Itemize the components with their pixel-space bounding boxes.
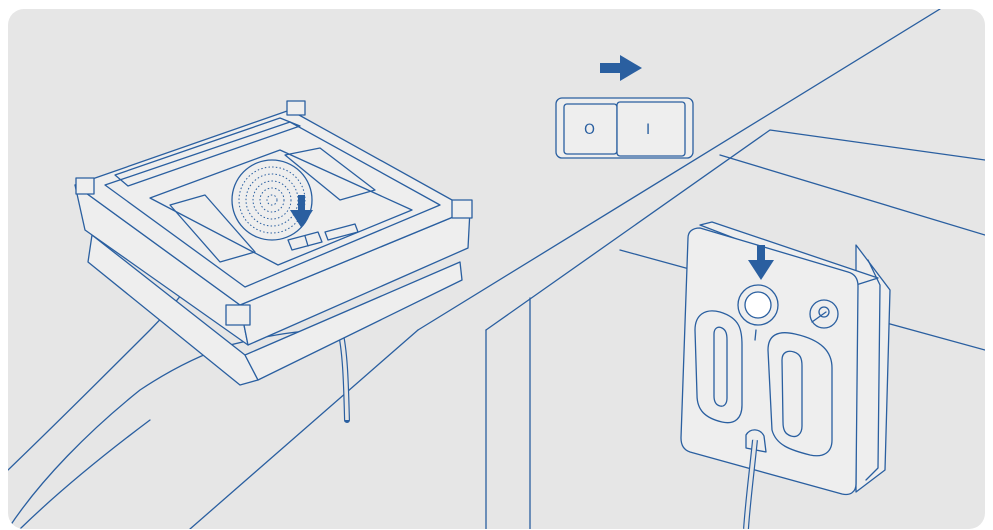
down-arrow-icon <box>290 195 313 228</box>
illustration-panel: O I <box>8 9 985 529</box>
window-robot-device <box>680 221 891 496</box>
counter-edge-lines <box>189 9 985 529</box>
switch-on-side <box>616 101 686 157</box>
vent-circle <box>231 159 313 241</box>
switch-off-symbol: O <box>584 122 595 138</box>
base-power-switch <box>287 231 323 251</box>
power-switch-callout: O I <box>555 55 694 159</box>
robot-base-device <box>74 100 473 386</box>
right-arrow-icon <box>600 55 642 81</box>
down-arrow-icon <box>748 245 774 280</box>
switch-on-symbol: I <box>646 122 650 138</box>
instruction-illustration: O I <box>8 9 985 529</box>
